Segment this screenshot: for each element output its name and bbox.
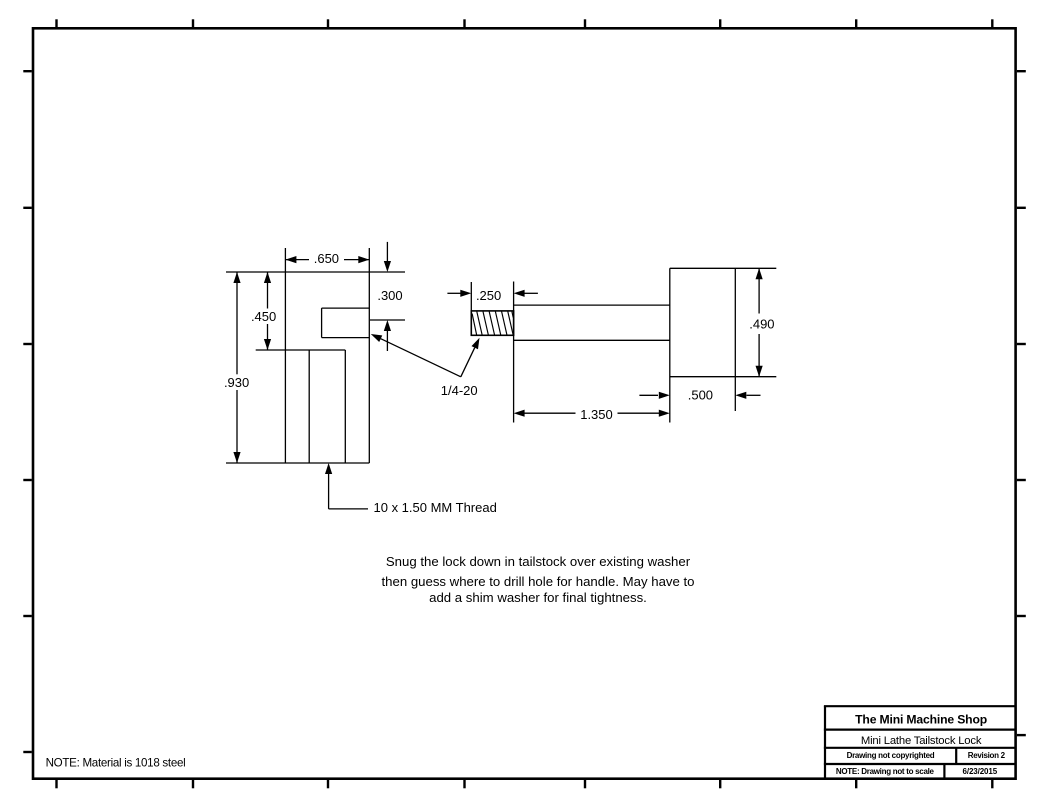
svg-text:10 x 1.50 MM Thread: 10 x 1.50 MM Thread xyxy=(374,500,497,515)
svg-text:.650: .650 xyxy=(314,251,339,266)
svg-text:.450: .450 xyxy=(251,309,276,324)
svg-text:NOTE: Drawing not to scale: NOTE: Drawing not to scale xyxy=(836,767,935,776)
svg-text:Mini Lathe Tailstock Lock: Mini Lathe Tailstock Lock xyxy=(861,735,982,747)
svg-text:.500: .500 xyxy=(688,387,713,402)
svg-text:Snug the lock down in tailstoc: Snug the lock down in tailstock over exi… xyxy=(386,554,691,569)
svg-text:Revision 2: Revision 2 xyxy=(968,751,1006,760)
svg-text:.250: .250 xyxy=(476,288,501,303)
svg-text:Drawing not copyrighted: Drawing not copyrighted xyxy=(847,751,935,760)
svg-text:then guess where to drill hole: then guess where to drill hole for handl… xyxy=(381,574,694,589)
svg-text:NOTE: Material is 1018 steel: NOTE: Material is 1018 steel xyxy=(46,757,186,770)
svg-text:add a shim washer for final ti: add a shim washer for final tightness. xyxy=(429,590,647,605)
svg-text:.300: .300 xyxy=(377,288,402,303)
svg-text:.930: .930 xyxy=(224,375,249,390)
svg-text:1.350: 1.350 xyxy=(580,407,613,422)
svg-text:1/4-20: 1/4-20 xyxy=(441,383,478,398)
svg-text:6/23/2015: 6/23/2015 xyxy=(963,767,998,776)
svg-text:.490: .490 xyxy=(749,317,774,332)
svg-text:The Mini Machine Shop: The Mini Machine Shop xyxy=(855,712,987,726)
